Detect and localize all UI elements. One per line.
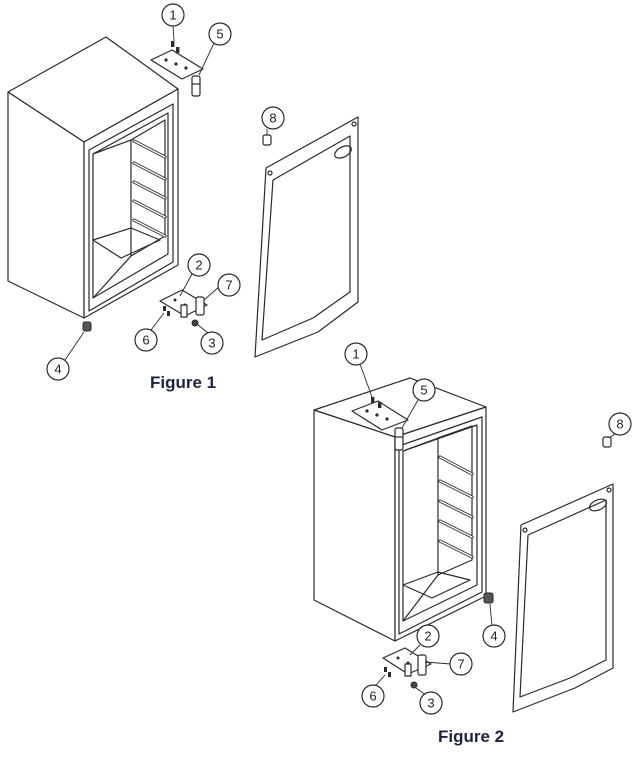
svg-text:3: 3 — [208, 336, 215, 351]
callout-7-fig1: 7 — [217, 273, 241, 297]
svg-text:2: 2 — [424, 629, 431, 644]
figure-1: 1 5 8 2 7 6 3 4 — [7, 3, 359, 381]
svg-text:8: 8 — [269, 111, 276, 126]
figure-1-caption: Figure 1 — [150, 373, 217, 392]
callout-6-fig1: 6 — [134, 328, 158, 352]
callout-4-fig1: 4 — [46, 357, 70, 381]
svg-text:1: 1 — [169, 8, 176, 23]
fridge-cabinet-1 — [7, 36, 179, 332]
bottom-hinge-1 — [159, 289, 208, 327]
bottom-hinge-2 — [382, 647, 432, 689]
callout-1-fig2: 1 — [344, 342, 368, 366]
svg-text:2: 2 — [195, 258, 202, 273]
svg-text:1: 1 — [352, 347, 359, 362]
hinge-cap-2 — [602, 436, 612, 448]
callout-6-fig2: 6 — [361, 684, 385, 708]
door-2 — [512, 483, 614, 713]
svg-text:6: 6 — [142, 333, 149, 348]
callout-3-fig2: 3 — [419, 691, 443, 715]
hinge-cap-1 — [262, 134, 272, 146]
svg-text:7: 7 — [457, 657, 464, 672]
callout-7-fig2: 7 — [449, 652, 473, 676]
callout-2-fig1: 2 — [187, 253, 211, 277]
callout-2-fig2: 2 — [416, 624, 440, 648]
svg-text:3: 3 — [427, 696, 434, 711]
svg-text:5: 5 — [216, 27, 223, 42]
svg-text:8: 8 — [616, 417, 623, 432]
callout-4-fig2: 4 — [482, 624, 506, 648]
callout-3-fig1: 3 — [200, 331, 224, 355]
callout-5-fig2: 5 — [412, 378, 436, 402]
figure-2: 1 5 8 2 7 4 6 3 — [313, 342, 632, 715]
svg-text:5: 5 — [420, 383, 427, 398]
svg-text:6: 6 — [369, 689, 376, 704]
top-hinge-2 — [351, 397, 409, 451]
callout-5-fig1: 5 — [208, 22, 232, 46]
svg-text:4: 4 — [490, 629, 497, 644]
callout-8-fig2: 8 — [608, 412, 632, 436]
top-hinge-1 — [150, 41, 204, 97]
fridge-cabinet-2 — [313, 377, 494, 642]
door-1 — [254, 116, 359, 358]
svg-text:4: 4 — [54, 362, 61, 377]
svg-text:7: 7 — [225, 278, 232, 293]
callout-8-fig1: 8 — [261, 106, 285, 130]
figure-2-caption: Figure 2 — [438, 727, 505, 746]
callout-1-fig1: 1 — [161, 3, 185, 27]
